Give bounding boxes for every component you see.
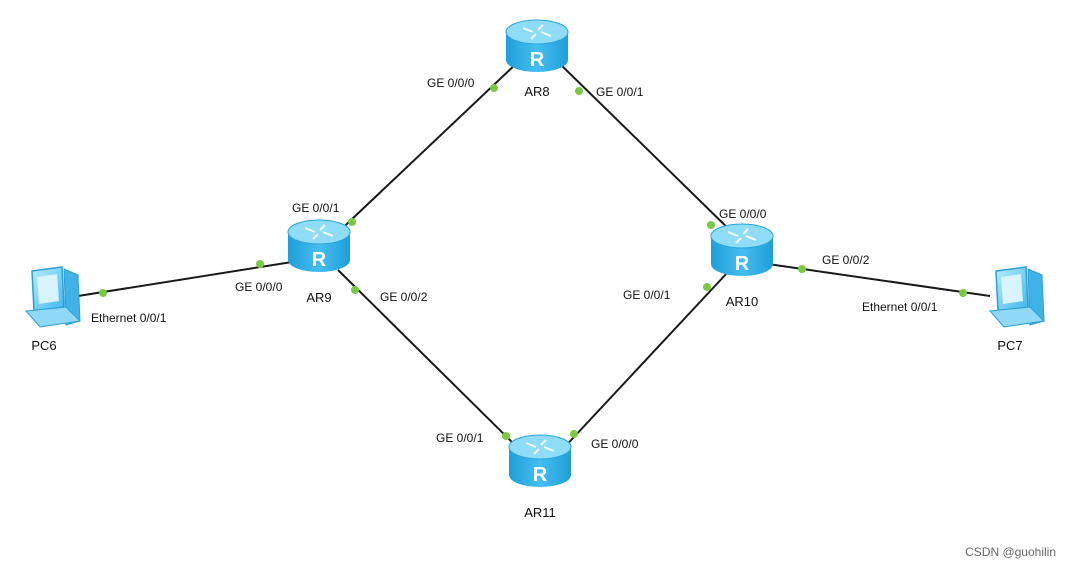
router-icon: R (505, 19, 569, 72)
port-dot-ar11-ge001[interactable] (502, 432, 510, 440)
svg-text:R: R (312, 249, 327, 271)
pc-icon (988, 266, 1046, 328)
router-ar11[interactable]: R (508, 434, 572, 487)
port-dot-ar8-ge001[interactable] (575, 87, 583, 95)
svg-text:R: R (530, 49, 545, 71)
port-label-pc6-eth001: Ethernet 0/0/1 (91, 311, 167, 325)
port-label-ar10-ge000: GE 0/0/0 (719, 207, 767, 221)
watermark: CSDN @guohilin (965, 545, 1056, 559)
link-ar8-ar9[interactable] (331, 61, 519, 239)
device-label-ar10: AR10 (726, 294, 759, 309)
port-label-pc7-eth001: Ethernet 0/0/1 (862, 300, 938, 314)
link-pc6-ar9[interactable] (77, 261, 293, 297)
port-dot-pc7-eth001[interactable] (959, 289, 967, 297)
port-label-ar9-ge001: GE 0/0/1 (292, 201, 340, 215)
router-ar9[interactable]: R (287, 219, 351, 272)
svg-text:R: R (735, 253, 750, 275)
pc-pc7[interactable] (988, 266, 1046, 328)
port-dot-ar10-ge000[interactable] (707, 221, 715, 229)
link-ar8-ar10[interactable] (557, 61, 739, 239)
router-ar10[interactable]: R (710, 223, 774, 276)
device-label-ar9: AR9 (306, 290, 331, 305)
pc-pc6[interactable] (24, 266, 82, 328)
port-label-ar10-ge001: GE 0/0/1 (623, 288, 671, 302)
port-dot-ar9-ge001[interactable] (348, 218, 356, 226)
port-label-ar8-ge001: GE 0/0/1 (596, 85, 644, 99)
router-icon: R (287, 219, 351, 272)
port-dot-ar10-ge002[interactable] (798, 265, 806, 273)
port-labels: GE 0/0/0 GE 0/0/1 GE 0/0/1 GE 0/0/0 GE 0… (91, 76, 938, 451)
port-dot-ar9-ge002[interactable] (351, 286, 359, 294)
port-dot-ar10-ge001[interactable] (703, 283, 711, 291)
router-icon: R (710, 223, 774, 276)
port-dot-ar8-ge000[interactable] (490, 84, 498, 92)
port-dots (99, 84, 967, 440)
port-dot-ar11-ge000[interactable] (570, 430, 578, 438)
link-ar9-ar11[interactable] (337, 269, 523, 453)
pc-icon (24, 266, 82, 328)
device-label-pc6: PC6 (31, 338, 56, 353)
svg-text:R: R (533, 464, 548, 486)
port-dot-ar9-ge000[interactable] (256, 260, 264, 268)
port-label-ar10-ge002: GE 0/0/2 (822, 253, 870, 267)
port-label-ar9-ge002: GE 0/0/2 (380, 290, 428, 304)
device-labels: AR8 AR9 AR10 AR11 PC6 PC7 (31, 84, 1022, 520)
device-label-pc7: PC7 (997, 338, 1022, 353)
port-dot-pc6-eth001[interactable] (99, 289, 107, 297)
link-ar10-ar11[interactable] (559, 271, 729, 453)
router-ar8[interactable]: R (505, 19, 569, 72)
device-label-ar11: AR11 (524, 505, 556, 520)
port-label-ar9-ge000: GE 0/0/0 (235, 280, 283, 294)
device-label-ar8: AR8 (524, 84, 549, 99)
port-label-ar11-ge000: GE 0/0/0 (591, 437, 639, 451)
port-label-ar11-ge001: GE 0/0/1 (436, 431, 484, 445)
port-label-ar8-ge000: GE 0/0/0 (427, 76, 475, 90)
router-icon: R (508, 434, 572, 487)
